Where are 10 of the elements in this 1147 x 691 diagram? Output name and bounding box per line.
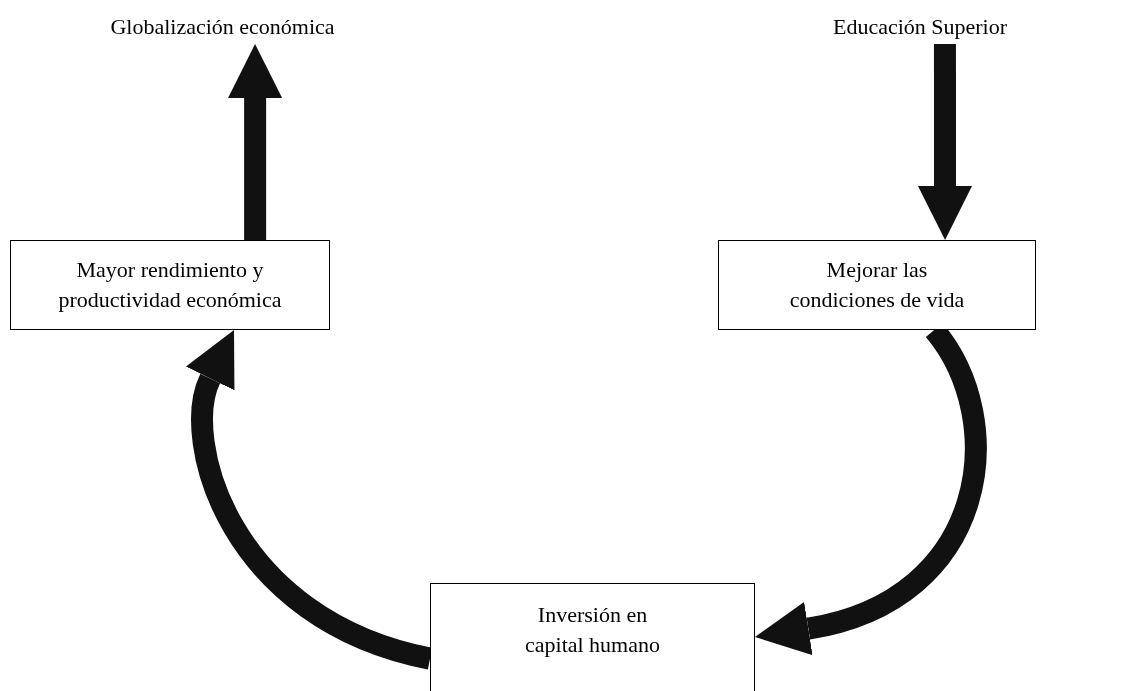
box-label: Mejorar las condiciones de vida: [788, 256, 966, 314]
box-label: Globalización económica: [110, 13, 335, 41]
box-label: Mayor rendimiento y productividad económica: [57, 256, 283, 314]
arrow: [918, 44, 973, 240]
arrow: [228, 44, 283, 240]
process-box: [10, 240, 330, 330]
process-box: [430, 583, 755, 691]
box-label: Educación Superior: [832, 13, 1008, 41]
box-label: Inversión en capital humano: [524, 600, 661, 659]
process-box: [718, 240, 1036, 330]
